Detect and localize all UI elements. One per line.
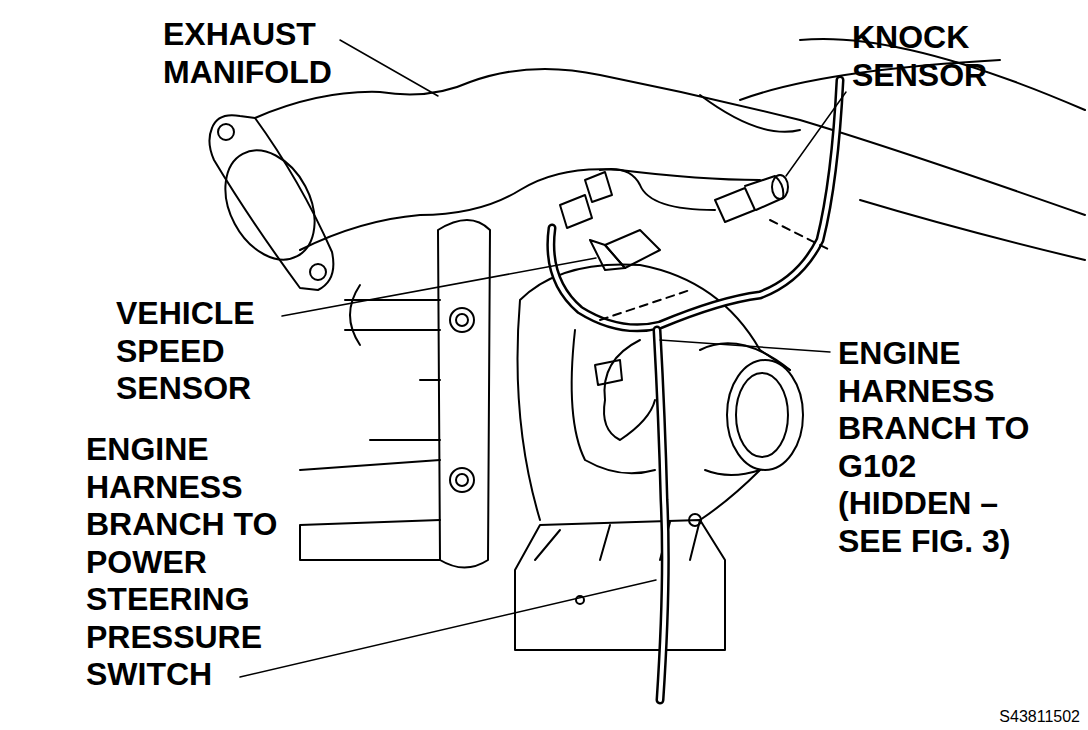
- harness-branch: [572, 330, 655, 473]
- part-label: KNOCK SENSOR: [852, 19, 1024, 94]
- bolt: [689, 514, 701, 526]
- leader-line: [240, 580, 656, 677]
- knock-sensor: [745, 176, 783, 210]
- engine-block-line: [345, 285, 440, 345]
- turbo-housing: [518, 264, 791, 560]
- knock-sensor: [715, 188, 755, 222]
- figure-number: S43811502: [880, 708, 1080, 726]
- engine-block-line: [300, 460, 440, 560]
- bolt: [456, 314, 468, 326]
- wiring-harness: [657, 330, 665, 700]
- manifold-flange: [209, 115, 333, 290]
- manifold-pipe: [300, 169, 760, 250]
- bolt: [450, 308, 474, 332]
- base-housing: [515, 520, 725, 650]
- leader-line: [786, 92, 846, 176]
- vehicle-speed-sensor: [605, 230, 660, 268]
- base-housing: [535, 522, 670, 560]
- bolt: [450, 468, 474, 492]
- vehicle-speed-sensor: [590, 240, 625, 270]
- wiring-harness: [551, 80, 840, 328]
- connector: [595, 360, 622, 385]
- turbo-housing: [700, 343, 790, 475]
- wiring-harness: [551, 80, 840, 328]
- manifold-pipe: [860, 200, 1085, 260]
- part-label: VEHICLE SPEED SENSOR: [116, 295, 288, 408]
- dashed-line: [770, 220, 830, 250]
- manifold-opening: [207, 135, 332, 275]
- part-label: ENGINE HARNESS BRANCH TO POWER STEERING …: [86, 431, 291, 694]
- part-label: ENGINE HARNESS BRANCH TO G102 (HIDDEN – …: [838, 335, 1043, 560]
- wiring-harness: [657, 330, 665, 700]
- connector: [585, 172, 612, 202]
- leader-line: [660, 340, 830, 352]
- dashed-line: [600, 290, 690, 320]
- bracket-plate: [438, 220, 490, 568]
- turbo-outlet: [727, 360, 803, 470]
- knock-sensor: [772, 175, 788, 199]
- leader-line: [282, 258, 596, 316]
- turbo-outlet: [736, 373, 788, 457]
- connector: [560, 195, 592, 228]
- flange-hole: [310, 264, 326, 280]
- leader-line: [340, 40, 438, 96]
- sensor-wire: [600, 169, 715, 210]
- bolt: [456, 474, 468, 486]
- flange-hole: [218, 124, 234, 140]
- part-label: EXHAUST MANIFOLD: [163, 16, 363, 91]
- engine-block-line: [370, 380, 440, 440]
